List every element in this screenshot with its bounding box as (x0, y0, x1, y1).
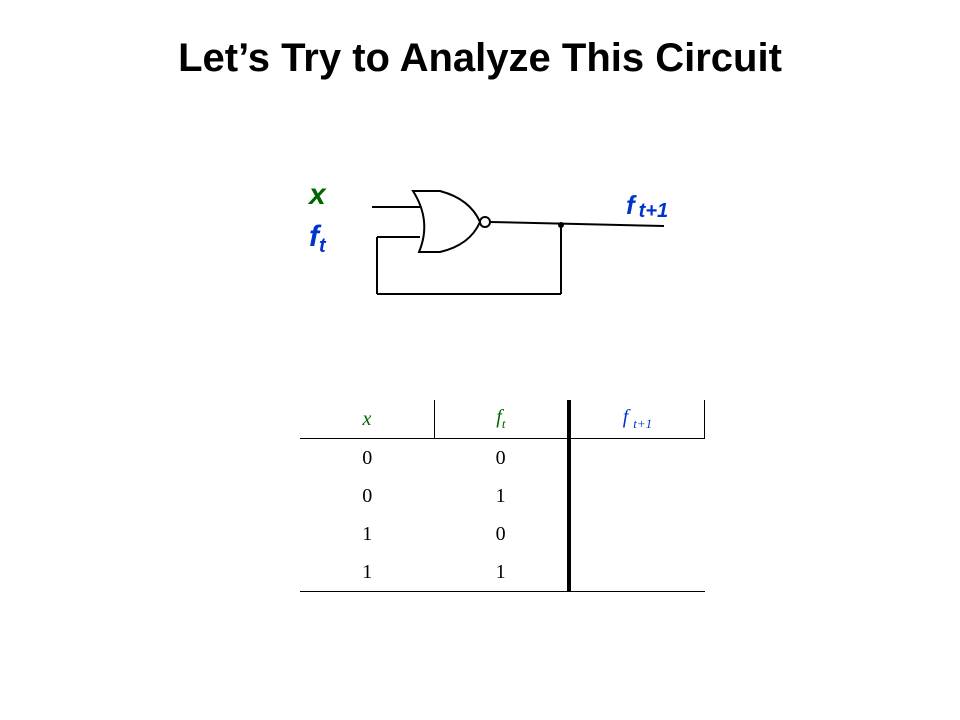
header-ft-sub: t (501, 416, 506, 431)
label-input-ft-main: f (309, 220, 322, 253)
cell-ft: 1 (434, 553, 571, 592)
cell-x: 1 (300, 553, 435, 592)
table-row: 0 1 (300, 477, 705, 515)
header-ft1-sub: t+1 (633, 416, 653, 431)
header-ft-main: f (496, 406, 502, 428)
header-x: x (300, 400, 435, 439)
header-ft: ft (434, 400, 571, 439)
cell-ft1 (568, 553, 705, 592)
header-ft1: f t+1 (568, 400, 705, 439)
label-output-ft1-main: f (626, 190, 637, 220)
label-input-x: x (307, 178, 327, 211)
cell-ft1 (569, 477, 705, 515)
truth-table-header-row: x ft f t+1 (300, 400, 705, 439)
cell-x: 0 (362, 446, 373, 469)
label-output-ft1-sub: t+1 (639, 200, 668, 222)
nor-inversion-bubble (479, 216, 491, 228)
nor-gate-body (411, 190, 482, 253)
label-input-ft: ft (309, 220, 327, 257)
cell-ft: 0 (434, 438, 571, 477)
slide-title: Let’s Try to Analyze This Circuit (178, 36, 782, 80)
cell-x: 1 (362, 522, 373, 545)
table-row: 1 0 (300, 515, 705, 553)
cell-ft: 1 (434, 477, 571, 515)
wire-output (489, 221, 665, 227)
cell-ft1 (569, 439, 705, 478)
header-ft1-main: f (622, 406, 629, 428)
cell-ft: 0 (434, 515, 571, 553)
cell-x: 0 (362, 484, 373, 507)
cell-ft1 (569, 515, 705, 553)
table-row: 0 0 (300, 438, 705, 478)
table-row: 1 1 (300, 553, 705, 592)
header-x-main: x (362, 407, 372, 430)
label-input-ft-sub: t (319, 235, 327, 257)
truth-table: x ft f t+1 0 0 0 1 1 0 1 1 (300, 400, 705, 592)
